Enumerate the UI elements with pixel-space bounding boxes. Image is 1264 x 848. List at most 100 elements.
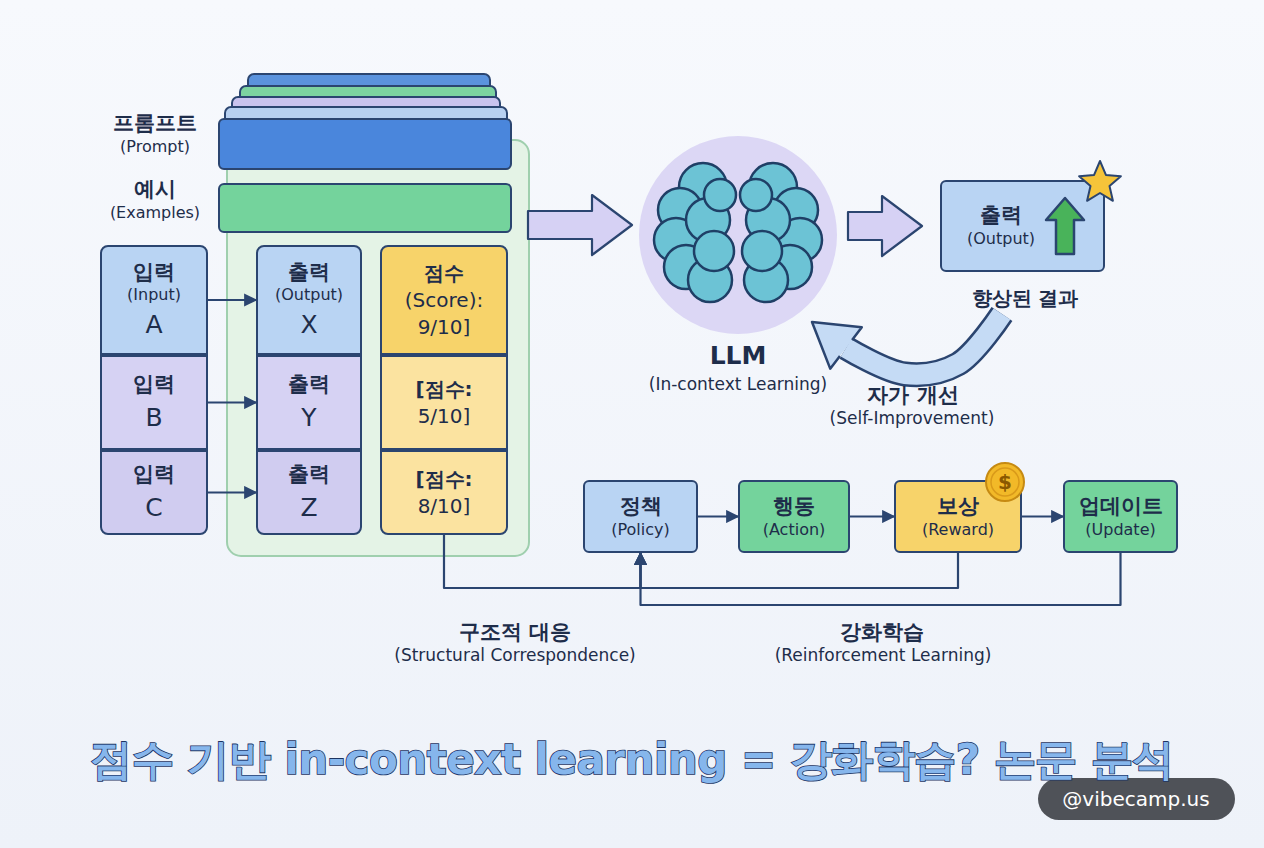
prompt-bar: 프롬프트(Prompt)	[218, 118, 512, 170]
input-box: 입력(Input)A	[100, 245, 208, 355]
node-heading: 보상	[937, 494, 979, 520]
coin-ring	[991, 468, 1019, 496]
connector	[208, 300, 256, 301]
brain-lobe	[704, 179, 736, 211]
brain-lobe	[688, 258, 732, 302]
curved-arrow-body	[846, 314, 1002, 375]
connector	[1022, 516, 1063, 517]
output-box: 출력(Output)X	[256, 245, 362, 355]
stack-layer	[240, 86, 496, 110]
text-slot: 프롬프트(Prompt)	[92, 108, 218, 160]
brain-lobe	[658, 188, 702, 232]
node-heading: 프롬프트	[113, 111, 197, 137]
up-arrow-icon	[1046, 198, 1084, 254]
node-text: (Action)	[763, 520, 826, 540]
connector	[848, 196, 922, 256]
update-box: 업데이트(Update)	[1063, 480, 1178, 553]
node-heading: 업데이트	[1079, 494, 1163, 520]
llm-circle: LLM(In-context Learning)	[638, 135, 838, 335]
box-outline	[380, 450, 508, 535]
text-slot: LLM(In-context Learning)	[598, 338, 878, 398]
node-heading: [점수: 8/10]	[415, 466, 473, 520]
text-slot: 정책(Policy)	[583, 480, 698, 553]
node-text: A	[145, 310, 162, 341]
section-label: (Reinforcement Learning)	[723, 645, 1043, 665]
box-outline	[940, 180, 1105, 272]
input-box: 입력B	[100, 355, 208, 450]
brain-lobe	[774, 188, 818, 232]
brain-icon	[654, 163, 822, 302]
stack-layer	[248, 74, 490, 98]
connector	[812, 314, 1002, 375]
node-heading: 정책	[620, 494, 662, 520]
node-text: (Update)	[1085, 520, 1155, 540]
score-box: [점수: 8/10]	[380, 450, 508, 535]
connector	[641, 553, 1121, 605]
connector	[208, 402, 256, 403]
connector	[528, 195, 632, 255]
brain-lobe	[768, 245, 812, 289]
node-caption: 향상된 결과	[972, 286, 1079, 310]
block-arrow	[528, 195, 632, 255]
score-box: 점수 (Score): 9/10]	[380, 245, 508, 355]
section-label: (Structural Correspondence)	[355, 645, 675, 665]
node-text: Y	[301, 403, 316, 434]
block-arrow	[848, 196, 922, 256]
arrow-line	[208, 401, 256, 403]
text-slot: 입력(Input)A	[100, 245, 208, 355]
coin-icon	[986, 463, 1024, 501]
node-heading: 입력	[133, 462, 175, 488]
action-box: 행동(Action)	[738, 480, 850, 553]
output-box: 출력Z	[256, 450, 362, 535]
arrow-line	[641, 553, 959, 588]
examples-bar: 예시(Examples)	[218, 183, 512, 233]
curved-arrow-head	[812, 322, 862, 369]
text-slot: 출력Z	[256, 450, 362, 535]
score-box: [점수: 5/10]	[380, 355, 508, 450]
node-heading: [점수: 5/10]	[415, 376, 473, 430]
result-box: 출력(Output)향상된 결과	[940, 180, 1105, 272]
box-outline	[256, 355, 362, 450]
circle-fill	[639, 136, 837, 334]
arrow-line	[641, 553, 1121, 605]
brain-lobe	[694, 231, 734, 271]
text-slot: 입력B	[100, 355, 208, 450]
diagram-title: 점수 기반 in-context learning = 강화학습? 논문 분석	[0, 730, 1264, 790]
text-slot: 행동(Action)	[738, 480, 850, 553]
node-text: Z	[300, 493, 317, 524]
node-heading: 점수 (Score): 9/10]	[399, 260, 489, 341]
brain-lobe	[654, 218, 698, 262]
text-slot: 점수 (Score): 9/10]	[380, 245, 508, 355]
text-slot: 향상된 결과	[940, 286, 1110, 310]
node-text: (In-context Learning)	[649, 374, 827, 395]
connector	[641, 553, 959, 588]
node-text: (Reward)	[922, 520, 994, 540]
node-heading: 예시	[134, 177, 176, 203]
brain-lobe	[664, 245, 708, 289]
watermark: @vibecamp.us	[1038, 778, 1235, 820]
arrow-line	[208, 299, 256, 301]
brain-lobe	[740, 179, 772, 211]
brain-lobe	[679, 163, 727, 211]
node-text: (Examples)	[110, 203, 200, 223]
node-heading: 입력	[133, 372, 175, 398]
brain-lobe	[742, 231, 782, 271]
node-text: (Prompt)	[120, 137, 190, 157]
node-heading: 출력	[980, 203, 1022, 229]
node-text: (Output)	[967, 229, 1035, 249]
brain-lobe	[749, 163, 797, 211]
section-label: 강화학습	[772, 620, 992, 645]
arrow-line	[444, 535, 641, 588]
policy-box: 정책(Policy)	[583, 480, 698, 553]
text-slot: 출력(Output)	[940, 180, 1062, 272]
text-slot: [점수: 5/10]	[380, 355, 508, 450]
box-outline	[100, 355, 208, 450]
arrow-label: 자가 개선	[803, 383, 1023, 408]
connector	[208, 492, 256, 493]
star-icon	[1079, 161, 1121, 201]
brain-lobe	[686, 198, 730, 242]
arrow-line	[698, 515, 738, 517]
box-outline	[218, 183, 512, 233]
